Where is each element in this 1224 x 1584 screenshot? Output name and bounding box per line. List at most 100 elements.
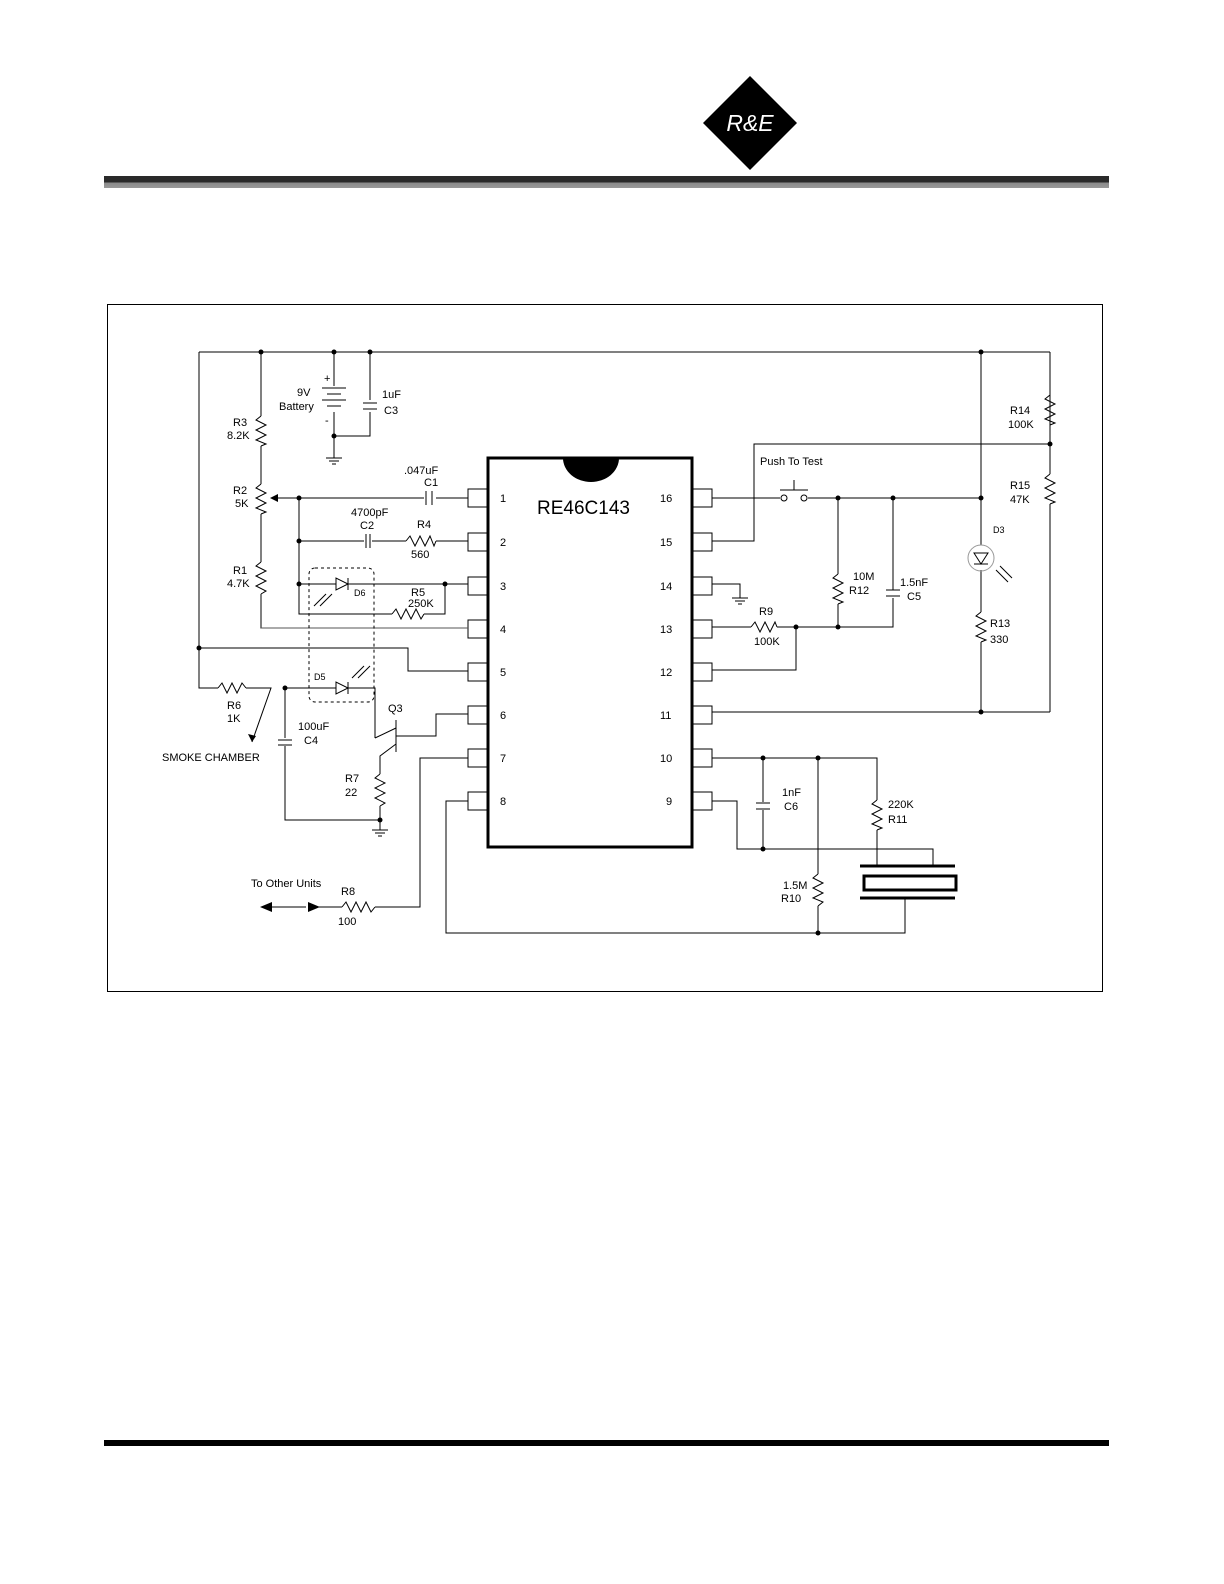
- r13-name-label: R13: [990, 618, 1010, 630]
- r2-name-label: R2: [233, 485, 247, 497]
- battery-voltage-label: 9V: [297, 387, 311, 399]
- pin-7-label: 7: [500, 753, 506, 765]
- pin-11-pad: [691, 705, 713, 725]
- push-to-test-label: Push To Test: [760, 456, 823, 468]
- r6-symbol: [217, 681, 247, 695]
- c2-value-label: 4700pF: [351, 507, 389, 519]
- pin-6-pad: [467, 705, 489, 725]
- pin-12-label: 12: [660, 667, 672, 679]
- pin14-wire: [712, 583, 741, 598]
- c4-wires: [284, 688, 380, 821]
- r4-symbol: [405, 534, 437, 548]
- r7-symbol: [373, 773, 387, 807]
- r5-value-label: 250K: [408, 598, 434, 610]
- pin-8-label: 8: [500, 796, 506, 808]
- r13-symbol: [974, 611, 988, 643]
- r15-symbol: [1043, 473, 1057, 505]
- r8-symbol: [341, 900, 376, 914]
- pin13-wire: [712, 626, 838, 671]
- pin-1-pad: [467, 488, 489, 508]
- d6-symbol: [335, 577, 350, 591]
- component-labels: 9V Battery + - 1uF C3 R3 8.2K R2 5K R1 4…: [162, 373, 1034, 928]
- r9-symbol: [750, 620, 778, 634]
- ic-left-pins: 1 2 3 4 5 6 7 8: [467, 488, 506, 811]
- pin-9-pad: [691, 791, 713, 811]
- re-logo: R&E: [703, 76, 797, 170]
- c1-name-label: C1: [424, 477, 438, 489]
- pin-12-pad: [691, 662, 713, 682]
- r2-value-label: 5K: [235, 498, 249, 510]
- smoke-chamber-arrow: [248, 734, 256, 742]
- d5-light-arrows: [351, 665, 371, 679]
- to-other-units-label: To Other Units: [251, 878, 322, 890]
- d3-name-label: D3: [993, 525, 1005, 535]
- pin-16-label: 16: [660, 493, 672, 505]
- r6-name-label: R6: [227, 700, 241, 712]
- d3-led: [967, 544, 1013, 583]
- push-to-test-switch: [780, 480, 808, 502]
- r1-value-label: 4.7K: [227, 578, 250, 590]
- ground-icon-battery: [326, 457, 342, 465]
- piezo-plates: [860, 864, 955, 900]
- r11-symbol: [870, 799, 884, 831]
- c1-value-label: .047uF: [404, 465, 439, 477]
- r4-name-label: R4: [417, 519, 431, 531]
- r8-name-label: R8: [341, 886, 355, 898]
- pin-1-label: 1: [500, 493, 506, 505]
- d5-name-label: D5: [314, 672, 326, 682]
- r10-symbol: [811, 873, 825, 907]
- c6-value-label: 1nF: [782, 787, 801, 799]
- battery-wires: [333, 352, 371, 458]
- r14-symbol: [1043, 394, 1057, 426]
- r4-value-label: 560: [411, 549, 429, 561]
- pin3-wire: [298, 583, 468, 615]
- r10-value-label: 1.5M: [783, 880, 807, 892]
- divider-wires: [260, 352, 468, 629]
- battery-name-label: Battery: [279, 401, 314, 413]
- smoke-chamber-boundary: [308, 567, 375, 703]
- pin-8-pad: [467, 791, 489, 811]
- c2-name-label: C2: [360, 520, 374, 532]
- pin-7-pad: [467, 748, 489, 768]
- left-rail: [198, 352, 218, 689]
- pin-13-label: 13: [660, 624, 672, 636]
- r11-name-label: R11: [888, 814, 907, 826]
- r6-to-chamber: [246, 687, 272, 743]
- pin-3-pad: [467, 576, 489, 596]
- r2-wiper-arrow: [270, 494, 278, 502]
- junction-dots: [196, 349, 1053, 936]
- r8-value-label: 100: [338, 916, 356, 928]
- pin-14-label: 14: [660, 581, 672, 593]
- r6-value-label: 1K: [227, 713, 241, 725]
- wires: [198, 351, 1051, 934]
- r10-name-label: R10: [781, 893, 801, 905]
- q3-name-label: Q3: [388, 703, 403, 715]
- r14-name-label: R14: [1010, 405, 1030, 417]
- r13-value-label: 330: [990, 634, 1008, 646]
- pin-5-pad: [467, 662, 489, 682]
- pin-11-label: 11: [660, 710, 671, 722]
- d6-name-label: D6: [354, 588, 366, 598]
- pin-5-label: 5: [500, 667, 506, 679]
- c6-name-label: C6: [784, 801, 798, 813]
- pin-13-pad: [691, 619, 713, 639]
- r11-value-label: 220K: [888, 799, 914, 811]
- pin-14-pad: [691, 576, 713, 596]
- r9-value-label: 100K: [754, 636, 780, 648]
- schematic-frame: [107, 304, 1103, 992]
- r12-c5-wires: [837, 498, 894, 628]
- pin10-wire: [712, 757, 878, 933]
- battery-plus-label: +: [324, 373, 330, 385]
- pin-4-label: 4: [500, 624, 506, 636]
- c5-name-label: C5: [907, 591, 921, 603]
- r3-symbol: [254, 415, 268, 447]
- pin15-wire: [712, 395, 1051, 712]
- pin16-wire: [712, 497, 982, 712]
- c6-symbol: [756, 802, 770, 810]
- c2-symbol: [365, 534, 371, 548]
- ic-re46c143: RE46C143: [486, 456, 694, 849]
- header-rule: [104, 176, 1109, 188]
- r3-value-label: 8.2K: [227, 430, 250, 442]
